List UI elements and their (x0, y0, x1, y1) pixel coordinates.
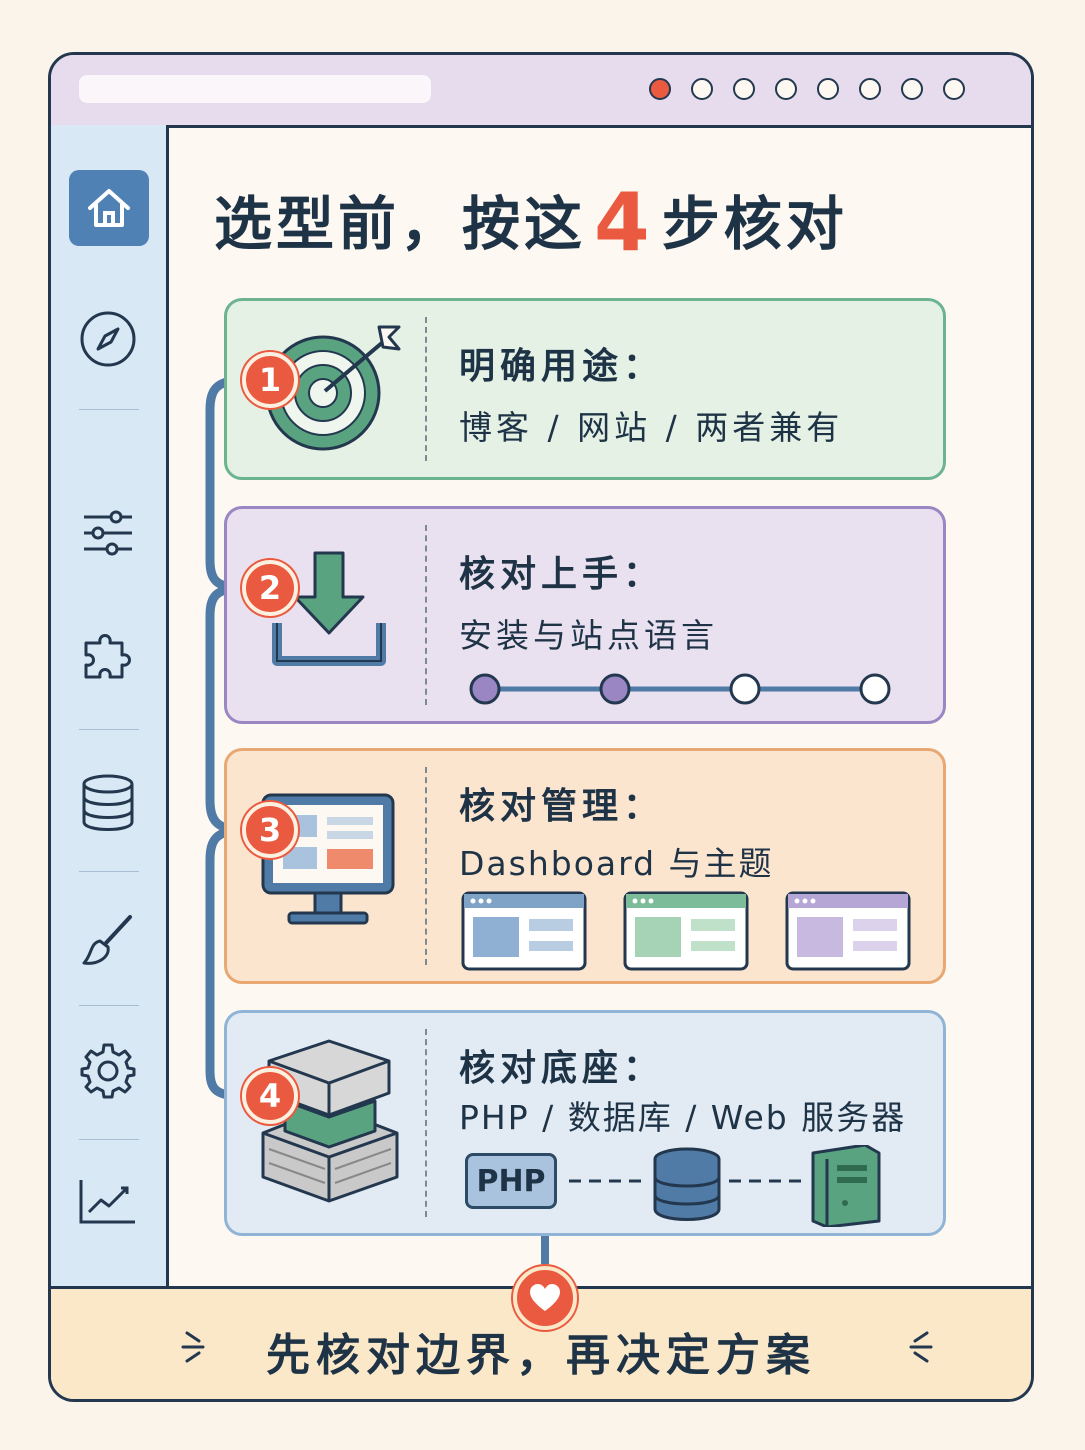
sidebar-item-compass[interactable] (73, 309, 143, 369)
compass-icon (80, 311, 136, 367)
sidebar (51, 125, 169, 1292)
download-icon (272, 551, 386, 666)
sidebar-item-analytics[interactable] (73, 1171, 143, 1231)
database-icon (82, 774, 134, 831)
sidebar-item-database[interactable] (73, 773, 143, 833)
sidebar-item-settings[interactable] (73, 1041, 143, 1101)
step-card-3[interactable]: 核对管理： Dashboard 与主题 (224, 748, 946, 984)
step-heading: 核对管理： (459, 786, 665, 827)
page-dot[interactable] (817, 78, 839, 100)
brush-icon (82, 915, 132, 965)
progress-steps (469, 673, 891, 705)
page-dot[interactable] (649, 78, 671, 100)
title-before: 选型前，按这 (214, 190, 587, 258)
page-dot[interactable] (943, 78, 965, 100)
step-connector (205, 375, 249, 1101)
step-subtext: 博客 / 网站 / 两者兼有 (459, 408, 844, 447)
server-tower-icon (811, 1145, 881, 1227)
php-chip: PHP (465, 1153, 557, 1209)
puzzle-icon (84, 634, 131, 679)
step-heading: 核对底座： (459, 1048, 665, 1089)
chart-line-icon (79, 1180, 135, 1224)
heart-icon (530, 1284, 560, 1311)
page-dots (649, 78, 965, 100)
step-badge-3: 3 (242, 802, 298, 858)
sidebar-item-settings-sliders[interactable] (73, 503, 143, 563)
theme-preview-green (623, 891, 749, 971)
stack-chain (569, 1145, 881, 1227)
page-dot[interactable] (859, 78, 881, 100)
step-subtext: Dashboard 与主题 (459, 844, 774, 883)
footer-banner: 先核对边界，再决定方案 (51, 1286, 1031, 1399)
step-subtext: 安装与站点语言 (459, 616, 718, 655)
theme-preview-blue (461, 891, 587, 971)
step-heading: 明确用途： (459, 346, 665, 387)
theme-preview-purple (785, 891, 911, 971)
sparkle-left-icon (181, 1331, 205, 1363)
sparkle-right-icon (909, 1331, 933, 1363)
step-badge-4: 4 (242, 1068, 298, 1124)
step-card-4[interactable]: 核对底座： PHP / 数据库 / Web 服务器 PHP (224, 1010, 946, 1236)
page-dot[interactable] (775, 78, 797, 100)
address-bar[interactable] (79, 75, 431, 103)
page-dot[interactable] (733, 78, 755, 100)
step-badge-1: 1 (242, 352, 298, 408)
title-bar (51, 55, 1031, 128)
gear-icon (80, 1043, 136, 1099)
db-cylinder-icon (653, 1147, 721, 1221)
sidebar-item-appearance[interactable] (73, 911, 143, 971)
step-badge-2: 2 (242, 560, 298, 616)
home-icon (88, 189, 130, 227)
footer-text: 先核对边界，再决定方案 (266, 1330, 816, 1381)
page-dot[interactable] (691, 78, 713, 100)
step-heading: 核对上手： (459, 554, 665, 595)
sidebar-item-home[interactable] (69, 170, 149, 246)
server-stack-icon (261, 1039, 399, 1203)
step-subtext: PHP / 数据库 / Web 服务器 (459, 1098, 907, 1137)
heart-badge (513, 1266, 577, 1330)
sliders-icon (84, 510, 132, 556)
step-card-2[interactable]: 核对上手： 安装与站点语言 (224, 506, 946, 724)
page-dot[interactable] (901, 78, 923, 100)
sidebar-item-plugins[interactable] (73, 625, 143, 685)
target-icon (265, 325, 401, 451)
title-after: 步核对 (661, 190, 848, 258)
title-number: 4 (594, 176, 654, 269)
step-card-1[interactable]: 明确用途： 博客 / 网站 / 两者兼有 (224, 298, 946, 480)
